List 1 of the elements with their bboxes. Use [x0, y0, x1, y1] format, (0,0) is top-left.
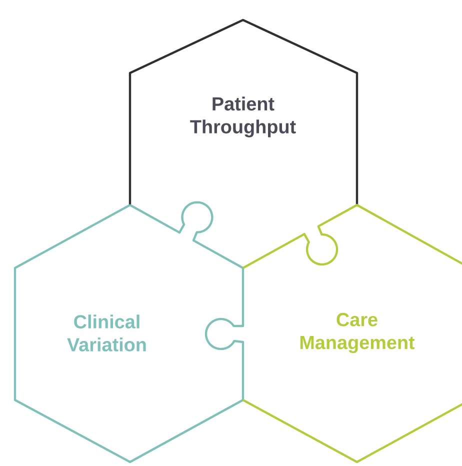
puzzle-hexagon: Clinical Variation [14, 201, 244, 464]
